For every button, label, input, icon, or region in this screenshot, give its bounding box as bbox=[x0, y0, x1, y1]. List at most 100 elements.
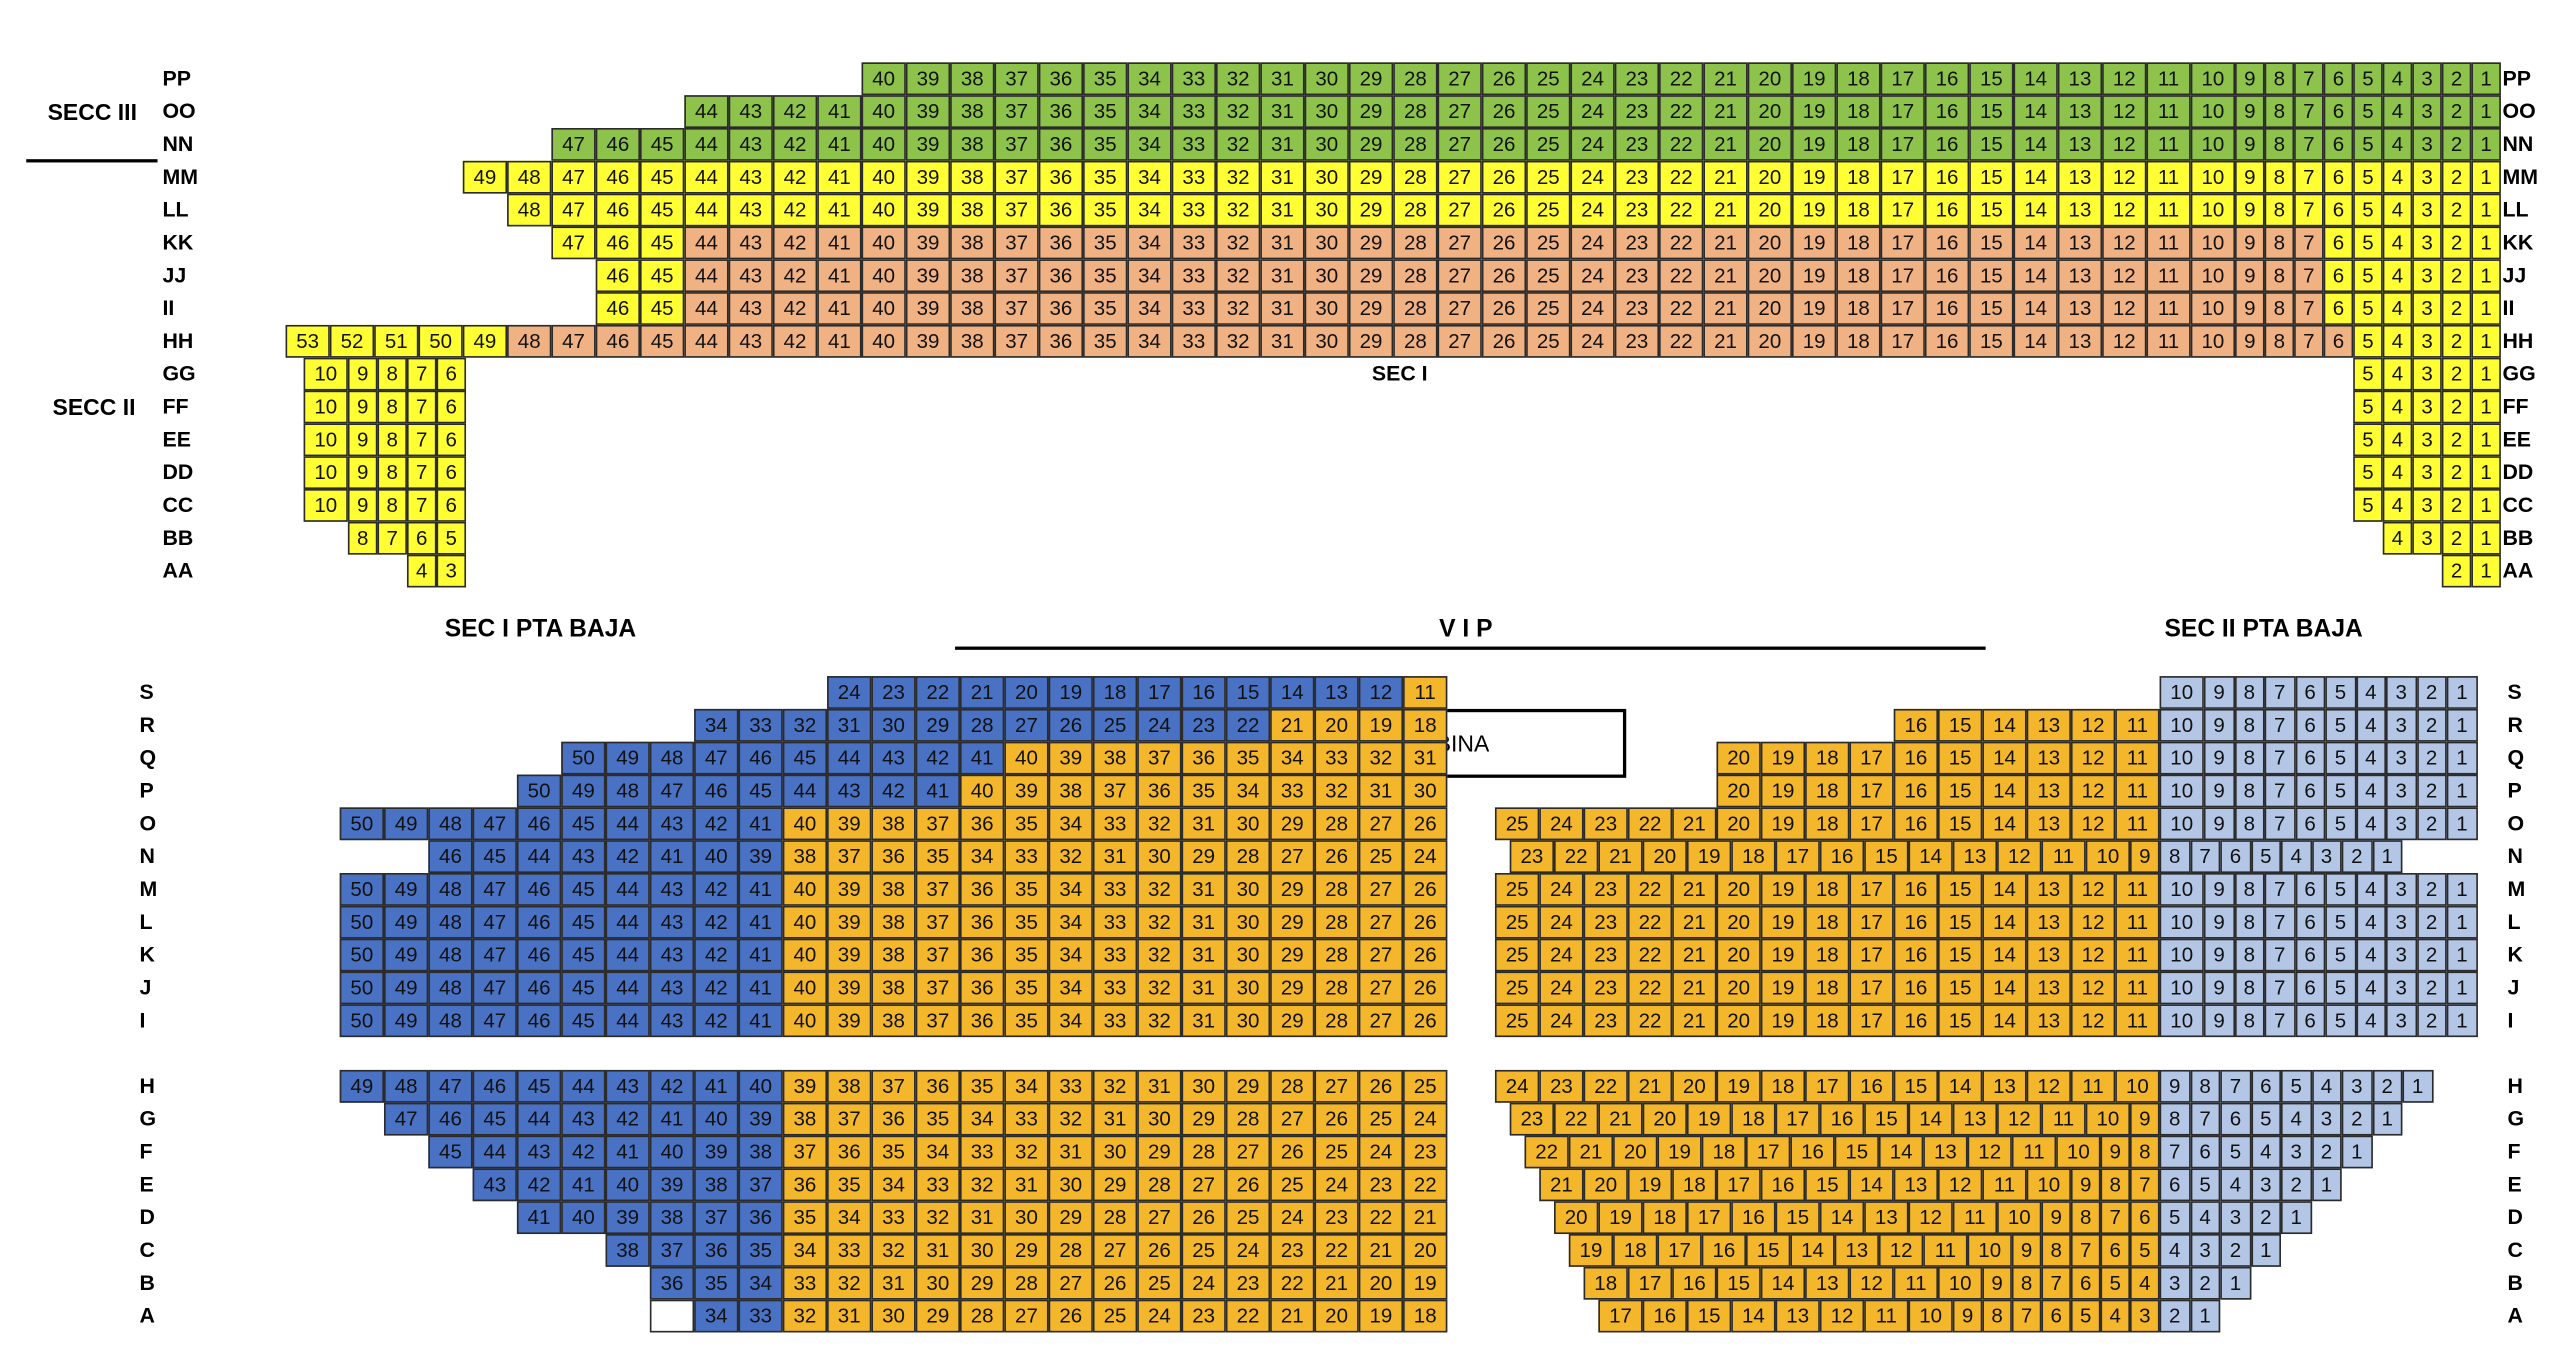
seat-G-6[interactable]: 6 bbox=[2220, 1102, 2251, 1136]
seat-I-6[interactable]: 6 bbox=[2294, 1004, 2326, 1038]
seat-OO-13[interactable]: 13 bbox=[2057, 95, 2103, 128]
seat-JJ-7[interactable]: 7 bbox=[2294, 259, 2324, 293]
seat-R-33[interactable]: 33 bbox=[738, 708, 783, 742]
seat-O-6[interactable]: 6 bbox=[2294, 807, 2326, 841]
seat-KK-15[interactable]: 15 bbox=[1969, 226, 2014, 260]
seat-J-5[interactable]: 5 bbox=[2325, 971, 2356, 1005]
seat-I-24[interactable]: 24 bbox=[1539, 1004, 1584, 1038]
seat-NN-27[interactable]: 27 bbox=[1437, 127, 1482, 161]
seat-H-26[interactable]: 26 bbox=[1358, 1069, 1404, 1103]
seat-HH-41[interactable]: 41 bbox=[817, 324, 862, 358]
seat-JJ-17[interactable]: 17 bbox=[1880, 259, 1925, 293]
seat-D-16[interactable]: 16 bbox=[1731, 1201, 1776, 1235]
seat-E-6[interactable]: 6 bbox=[2159, 1168, 2190, 1202]
seat-O-20[interactable]: 20 bbox=[1716, 807, 1761, 841]
seat-NN-17[interactable]: 17 bbox=[1880, 127, 1925, 161]
seat-CC-10[interactable]: 10 bbox=[303, 489, 348, 522]
seat-JJ-45[interactable]: 45 bbox=[639, 259, 685, 293]
seat-LL-6[interactable]: 6 bbox=[2323, 193, 2354, 227]
seat-N-44[interactable]: 44 bbox=[516, 840, 562, 874]
seat-II-37[interactable]: 37 bbox=[994, 292, 1039, 325]
seat-I-39[interactable]: 39 bbox=[827, 1004, 872, 1038]
seat-Q-16[interactable]: 16 bbox=[1893, 741, 1939, 775]
seat-LL-13[interactable]: 13 bbox=[2057, 193, 2103, 227]
seat-O-33[interactable]: 33 bbox=[1092, 807, 1138, 841]
seat-N-12[interactable]: 12 bbox=[1997, 840, 2042, 874]
seat-Q-4[interactable]: 4 bbox=[2355, 741, 2387, 775]
seat-M-35[interactable]: 35 bbox=[1004, 873, 1049, 906]
seat-M-7[interactable]: 7 bbox=[2264, 873, 2295, 906]
seat-M-42[interactable]: 42 bbox=[694, 873, 739, 906]
seat-II-6[interactable]: 6 bbox=[2323, 292, 2354, 325]
seat-G-12[interactable]: 12 bbox=[1997, 1102, 2042, 1136]
seat-MM-29[interactable]: 29 bbox=[1348, 160, 1394, 194]
seat-M-4[interactable]: 4 bbox=[2355, 873, 2387, 906]
seat-A-34[interactable]: 34 bbox=[694, 1299, 739, 1333]
seat-I-26[interactable]: 26 bbox=[1403, 1004, 1448, 1038]
seat-KK-7[interactable]: 7 bbox=[2294, 226, 2324, 260]
seat-OO-24[interactable]: 24 bbox=[1570, 95, 1615, 128]
seat-I-1[interactable]: 1 bbox=[2446, 1004, 2478, 1038]
seat-R-10[interactable]: 10 bbox=[2159, 708, 2204, 742]
seat-FF-8[interactable]: 8 bbox=[377, 390, 407, 424]
seat-NN-12[interactable]: 12 bbox=[2102, 127, 2147, 161]
seat-KK-36[interactable]: 36 bbox=[1038, 226, 1084, 260]
seat-S-23[interactable]: 23 bbox=[871, 676, 916, 709]
seat-P-16[interactable]: 16 bbox=[1893, 774, 1939, 808]
seat-O-29[interactable]: 29 bbox=[1270, 807, 1315, 841]
seat-K-43[interactable]: 43 bbox=[649, 938, 695, 972]
seat-H-6[interactable]: 6 bbox=[2250, 1069, 2281, 1103]
seat-F-21[interactable]: 21 bbox=[1568, 1135, 1614, 1169]
seat-C-5[interactable]: 5 bbox=[2130, 1234, 2160, 1267]
seat-N-29[interactable]: 29 bbox=[1181, 840, 1226, 874]
seat-P-5[interactable]: 5 bbox=[2325, 774, 2356, 808]
seat-F-23[interactable]: 23 bbox=[1403, 1135, 1448, 1169]
seat-D-30[interactable]: 30 bbox=[1004, 1201, 1049, 1235]
seat-R-3[interactable]: 3 bbox=[2386, 708, 2417, 742]
seat-AA-2[interactable]: 2 bbox=[2441, 554, 2472, 588]
seat-C-22[interactable]: 22 bbox=[1314, 1234, 1359, 1267]
seat-P-10[interactable]: 10 bbox=[2159, 774, 2204, 808]
seat-P-50[interactable]: 50 bbox=[516, 774, 562, 808]
seat-G-2[interactable]: 2 bbox=[2341, 1102, 2373, 1136]
seat-Q-12[interactable]: 12 bbox=[2070, 741, 2116, 775]
seat-R-29[interactable]: 29 bbox=[915, 708, 960, 742]
seat-N-24[interactable]: 24 bbox=[1403, 840, 1448, 874]
seat-F-38[interactable]: 38 bbox=[738, 1135, 783, 1169]
seat-KK-21[interactable]: 21 bbox=[1703, 226, 1748, 260]
seat-PP-17[interactable]: 17 bbox=[1880, 62, 1925, 96]
seat-JJ-40[interactable]: 40 bbox=[861, 259, 906, 293]
seat-MM-33[interactable]: 33 bbox=[1171, 160, 1216, 194]
seat-K-11[interactable]: 11 bbox=[2115, 938, 2160, 972]
seat-G-43[interactable]: 43 bbox=[561, 1102, 606, 1136]
seat-E-39[interactable]: 39 bbox=[649, 1168, 695, 1202]
seat-K-49[interactable]: 49 bbox=[383, 938, 429, 972]
seat-CC-4[interactable]: 4 bbox=[2382, 489, 2413, 522]
seat-A-30[interactable]: 30 bbox=[871, 1299, 916, 1333]
seat-G-31[interactable]: 31 bbox=[1092, 1102, 1138, 1136]
seat-J-16[interactable]: 16 bbox=[1893, 971, 1939, 1005]
seat-M-48[interactable]: 48 bbox=[428, 873, 473, 906]
seat-II-18[interactable]: 18 bbox=[1836, 292, 1881, 325]
seat-NN-9[interactable]: 9 bbox=[2235, 127, 2265, 161]
seat-Q-34[interactable]: 34 bbox=[1270, 741, 1315, 775]
seat-II-29[interactable]: 29 bbox=[1348, 292, 1394, 325]
seat-B-14[interactable]: 14 bbox=[1760, 1266, 1806, 1300]
seat-L-42[interactable]: 42 bbox=[694, 905, 739, 939]
seat-MM-42[interactable]: 42 bbox=[772, 160, 818, 194]
seat-N-7[interactable]: 7 bbox=[2189, 840, 2221, 874]
seat-E-11[interactable]: 11 bbox=[1982, 1168, 2027, 1202]
seat-D-25[interactable]: 25 bbox=[1225, 1201, 1271, 1235]
seat-PP-26[interactable]: 26 bbox=[1481, 62, 1527, 96]
seat-KK-23[interactable]: 23 bbox=[1614, 226, 1660, 260]
seat-NN-35[interactable]: 35 bbox=[1083, 127, 1128, 161]
seat-I-48[interactable]: 48 bbox=[428, 1004, 473, 1038]
seat-F-30[interactable]: 30 bbox=[1092, 1135, 1138, 1169]
seat-JJ-24[interactable]: 24 bbox=[1570, 259, 1615, 293]
seat-NN-39[interactable]: 39 bbox=[905, 127, 951, 161]
seat-C-18[interactable]: 18 bbox=[1613, 1234, 1658, 1267]
seat-L-27[interactable]: 27 bbox=[1358, 905, 1404, 939]
seat-I-33[interactable]: 33 bbox=[1092, 1004, 1138, 1038]
seat-PP-25[interactable]: 25 bbox=[1526, 62, 1571, 96]
seat-J-46[interactable]: 46 bbox=[516, 971, 562, 1005]
